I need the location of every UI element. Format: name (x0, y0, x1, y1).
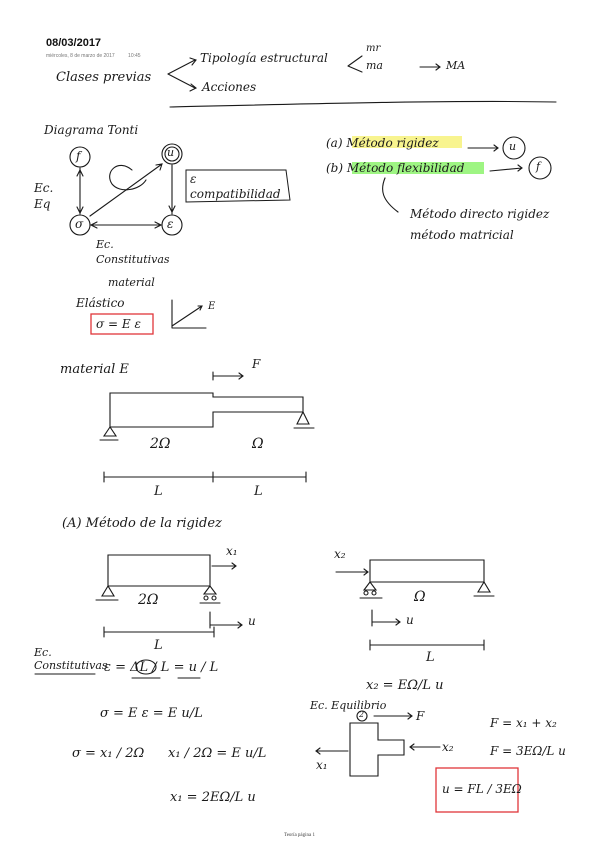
tonti-node-sigma: σ (75, 217, 84, 231)
tonti-node-f: f (76, 149, 81, 163)
label-ec-equilibrio: Ec. Equilibrio (310, 699, 387, 712)
label-area-3: 2Ω (138, 592, 159, 608)
label-ec-constitutivas: Ec. Constitutivas (96, 238, 170, 266)
heading-metodo-rigidez: (A) Método de la rigidez (62, 516, 222, 531)
page-footer: Teoría página 1 (283, 833, 316, 838)
tonti-node-u: u (167, 146, 175, 159)
label-L3: L (154, 638, 163, 653)
note-clases-previas: Clases previas (56, 70, 152, 85)
label-x1-eq: x₁ (316, 758, 328, 772)
circle-f: f (536, 160, 541, 173)
page-meta: miércoles, 8 de marzo de 2017 10:45 (46, 53, 153, 59)
label-area-2: 2Ω (150, 436, 171, 452)
metodo-b: (b) Método flexibilidad (326, 161, 465, 175)
label-E-slope: E (208, 301, 216, 312)
eq-strain: ε = ΔL / L = u / L (104, 660, 219, 675)
note-tipologia: Tipología estructural (200, 51, 328, 65)
metodo-a: (a) Método rigidez (326, 136, 439, 150)
note-MA: MA (446, 59, 466, 72)
eq-stress: σ = E ε = E u/L (100, 706, 203, 721)
note-matricial: método matricial (410, 228, 514, 242)
eq-F-result: F = 3EΩ/L u (490, 744, 566, 758)
formula-hooke: σ = E ε (96, 317, 141, 331)
meta-time: 10:45 (128, 53, 141, 59)
eq-x1-result: x₁ = 2EΩ/L u (170, 790, 256, 805)
note-mr: mr (366, 43, 381, 54)
eq-sigma-x1: σ = x₁ / 2Ω (72, 746, 145, 761)
label-material-E: material E (60, 362, 129, 377)
label-compatibilidad: ε compatibilidad (190, 172, 281, 201)
page-date: 08/03/2017 (46, 37, 102, 49)
label-node-2: 2 (359, 710, 365, 719)
circle-u: u (509, 140, 517, 153)
eq-x1-balance: x₁ / 2Ω = E u/L (168, 746, 267, 761)
note-directo: Método directo rigidez (410, 207, 550, 221)
label-u-right: u (406, 613, 414, 627)
label-L1: L (154, 484, 163, 499)
eq-F-sum: F = x₁ + x₂ (490, 716, 557, 730)
eq-x2: x₂ = EΩ/L u (366, 678, 444, 693)
eq-u-result: u = FL / 3EΩ (442, 782, 522, 796)
label-L4: L (426, 650, 435, 665)
label-area-4: Ω (414, 589, 426, 605)
heading-diagrama-tonti: Diagrama Tonti (44, 123, 139, 137)
meta-day: miércoles, 8 de marzo de 2017 (46, 53, 115, 59)
label-elastico: Elástico (76, 296, 125, 310)
note-ma: ma (366, 59, 383, 72)
label-x2-eq: x₂ (442, 740, 454, 754)
label-material: material (108, 276, 155, 289)
label-ec-eq: Ec. Eq (34, 181, 54, 211)
label-F: F (252, 357, 261, 371)
label-L2: L (254, 484, 263, 499)
label-ec-constitutivas-2: Ec. Constitutivas (34, 646, 108, 672)
label-x2: x₂ (334, 547, 346, 561)
label-u-left: u (248, 614, 256, 628)
label-x1: x₁ (226, 544, 238, 558)
tonti-node-eps: ε (167, 217, 174, 231)
note-acciones: Acciones (202, 80, 257, 94)
label-F-eq: F (416, 709, 425, 723)
label-area-1: Ω (252, 436, 264, 452)
